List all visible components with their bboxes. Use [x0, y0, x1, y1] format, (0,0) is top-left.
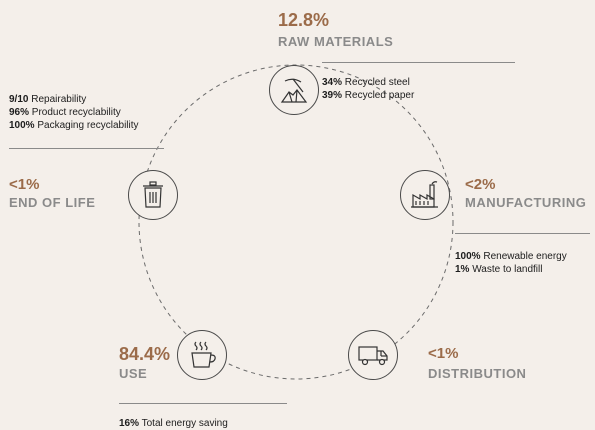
raw-materials-label: RAW MATERIALS — [278, 34, 394, 49]
raw-materials-node — [269, 65, 319, 115]
manufacturing-divider — [455, 233, 590, 234]
stat-line: 39% Recycled paper — [322, 90, 415, 101]
stat-line: 100% Renewable energy — [455, 251, 567, 262]
use-divider — [119, 403, 287, 404]
manufacturing-node — [400, 170, 450, 220]
distribution-percentage: <1% — [428, 345, 459, 362]
stat-line: 9/10 Repairability — [9, 94, 87, 105]
stat-line: 96% Product recyclability — [9, 107, 121, 118]
raw-materials-percentage: 12.8% — [278, 10, 330, 30]
end-of-life-label: END OF LIFE — [9, 195, 96, 210]
end-of-life-node — [128, 170, 178, 220]
stat-line: 100% Packaging recyclability — [9, 120, 139, 131]
end-of-life-stats: 9/10 Repairability 96% Product recyclabi… — [9, 93, 139, 132]
stat-line: 1% Waste to landfill — [455, 264, 543, 275]
distribution-node — [348, 330, 398, 380]
use-stats: 16% Total energy saving — [119, 417, 228, 430]
use-label: USE — [119, 366, 148, 381]
manufacturing-stats: 100% Renewable energy 1% Waste to landfi… — [455, 250, 567, 276]
pickaxe-rocks-icon — [279, 76, 309, 104]
delivery-truck-icon — [357, 343, 389, 367]
use-node — [177, 330, 227, 380]
end-of-life-divider — [9, 148, 164, 149]
coffee-cup-icon — [187, 340, 217, 370]
stat-line: 34% Recycled steel — [322, 77, 410, 88]
manufacturing-label: MANUFACTURING — [465, 195, 587, 210]
trash-bin-icon — [140, 181, 166, 209]
manufacturing-percentage: <2% — [465, 176, 496, 193]
use-percentage: 84.4% — [119, 344, 171, 364]
stat-line: 16% Total energy saving — [119, 418, 228, 429]
end-of-life-percentage: <1% — [9, 176, 40, 193]
distribution-label: DISTRIBUTION — [428, 366, 527, 381]
raw-materials-divider — [322, 62, 515, 63]
factory-icon — [410, 181, 440, 209]
raw-materials-stats: 34% Recycled steel 39% Recycled paper — [322, 76, 414, 102]
